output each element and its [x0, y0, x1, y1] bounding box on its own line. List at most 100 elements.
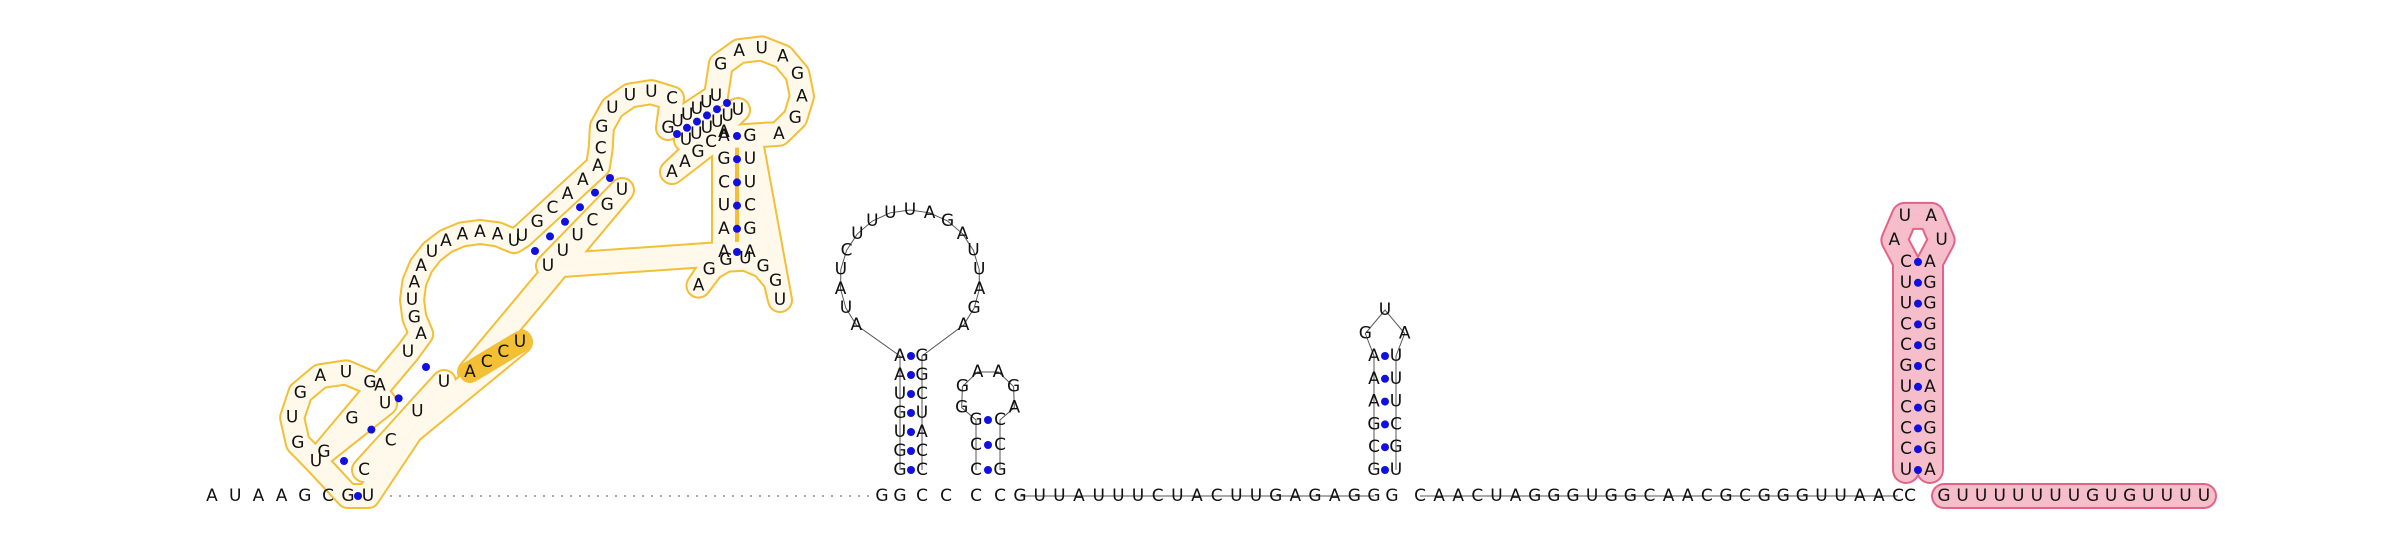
base-pair-dot	[531, 247, 539, 255]
base-pair-dot	[367, 425, 376, 434]
nucleotide: G	[1777, 486, 1790, 506]
nucleotide: U	[606, 98, 618, 118]
base-pair-dot	[733, 201, 741, 210]
nucleotide: C	[1900, 335, 1912, 355]
base-pair-dot	[733, 224, 741, 233]
base-pair-dot	[984, 441, 992, 449]
nucleotide: A	[374, 375, 386, 395]
nucleotide: G	[743, 126, 756, 146]
nucleotide: G	[969, 410, 982, 430]
nucleotide: U	[542, 256, 554, 276]
nucleotide: C	[841, 240, 853, 260]
nucleotide: U	[379, 394, 391, 414]
nucleotide: G	[717, 149, 730, 169]
nucleotide: A	[718, 122, 730, 142]
nucleotide: U	[1900, 377, 1912, 397]
nucleotide: G	[789, 108, 802, 128]
nucleotide: A	[666, 162, 678, 182]
base-pair-dot	[1914, 403, 1922, 412]
nucleotide: A	[894, 365, 906, 385]
nucleotide: G	[1923, 314, 1936, 334]
tail-base: U	[2031, 486, 2043, 506]
nucleotide: U	[1834, 486, 1846, 506]
nucleotide: C	[1368, 437, 1380, 457]
nucleotide: C	[1739, 486, 1751, 506]
nucleotide: U	[718, 196, 730, 216]
base-pair-dot	[907, 466, 915, 474]
base-pair-dot	[340, 457, 348, 465]
nucleotide: C	[916, 460, 928, 480]
base-pair-dot	[703, 111, 711, 120]
base-pair-dot	[693, 117, 701, 126]
base-pair-dot	[591, 188, 599, 197]
nucleotide: U	[710, 86, 722, 106]
nucleotide: U	[406, 290, 418, 310]
nucleotide: U	[1390, 346, 1402, 366]
nucleotide: A	[1924, 460, 1936, 480]
nucleotide: A	[1854, 486, 1866, 506]
nucleotide: G	[719, 250, 732, 270]
base-pair-dot	[907, 447, 915, 455]
nucleotide: G	[956, 377, 969, 397]
structure-highlight-inner	[281, 37, 813, 507]
nucleotide: G	[1624, 486, 1637, 506]
nucleotide: U	[774, 290, 786, 310]
nucleotide: U	[851, 224, 863, 244]
base-pair-dot	[723, 99, 731, 107]
nucleotide: A	[1368, 392, 1380, 412]
nucleotide: G	[1013, 486, 1026, 506]
tail-base: U	[2012, 486, 2024, 506]
structure-highlights	[279, 35, 2217, 509]
base-pair-dot	[1381, 397, 1389, 406]
tail-base: U	[1993, 486, 2005, 506]
nucleotide: A	[314, 366, 326, 386]
nucleotide: G	[341, 486, 354, 506]
nucleotide: G	[893, 403, 906, 423]
tail-base: U	[2161, 486, 2173, 506]
nucleotide: A	[993, 362, 1005, 382]
nucleotide: U	[680, 130, 692, 150]
base-pair-dot	[683, 123, 691, 132]
nucleotide: C	[1904, 486, 1916, 506]
nucleotide: G	[531, 212, 544, 232]
prefix-base: A	[276, 486, 288, 506]
nucleotide: A	[1925, 206, 1937, 226]
nucleotide: A	[1399, 323, 1411, 343]
nucleotide: G	[291, 433, 304, 453]
nucleotide: G	[317, 442, 330, 462]
tail-base: U	[2105, 486, 2117, 506]
nucleotide: G	[1367, 414, 1380, 434]
tail-base: U	[2049, 486, 2061, 506]
base-pair-dot	[1914, 466, 1922, 474]
nucleotide: G	[1269, 486, 1282, 506]
nucleotide: C	[586, 210, 598, 230]
nucleotide: C	[358, 460, 370, 480]
nucleotide: A	[1452, 486, 1464, 506]
base-pair-dot	[1914, 382, 1922, 391]
base-pair-dot	[354, 492, 362, 500]
base-pair-dot	[1914, 278, 1922, 287]
nucleotide: C	[1900, 439, 1912, 459]
highlighted-base: U	[514, 332, 526, 352]
nucleotide: C	[1900, 252, 1912, 272]
nucleotide: C	[1211, 486, 1223, 506]
base-pair-dot	[1381, 466, 1389, 474]
backbone-segment	[840, 209, 980, 470]
nucleotide: A	[773, 124, 785, 144]
nucleotide: U	[557, 241, 569, 261]
base-pair-dot	[561, 217, 569, 226]
nucleotide: U	[1379, 300, 1391, 320]
nucleotide: U	[1390, 369, 1402, 389]
nucleotide: A	[1329, 486, 1341, 506]
nucleotide: C	[744, 196, 756, 216]
nucleotide: G	[1899, 356, 1912, 376]
base-pair-dot	[606, 174, 614, 182]
base-pair-dot	[576, 203, 584, 212]
nucleotide: G	[1923, 398, 1936, 418]
nucleotide: A	[718, 242, 730, 262]
nucleotide: U	[721, 106, 733, 126]
nucleotide: G	[661, 118, 674, 138]
nucleotide: U	[916, 403, 928, 423]
